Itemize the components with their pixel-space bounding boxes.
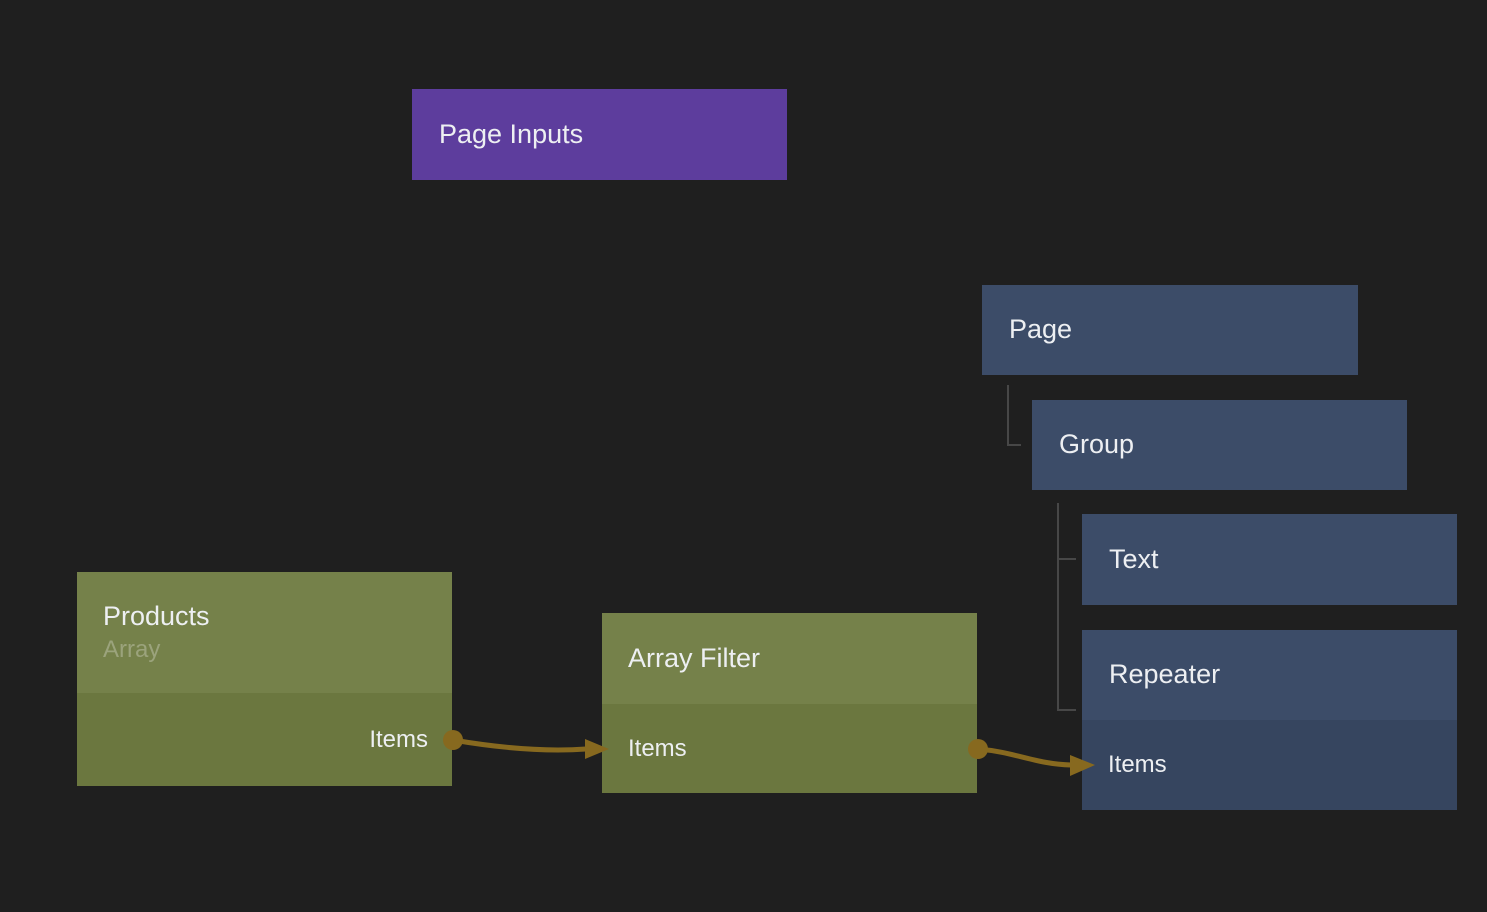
- wire-products-to-array-filter[interactable]: [443, 730, 609, 759]
- tree-connector-group-children: [1057, 503, 1076, 711]
- node-repeater[interactable]: Repeater Items: [1082, 630, 1457, 810]
- port-row-items-input[interactable]: Items: [1082, 720, 1457, 810]
- port-label-items: Items: [628, 734, 687, 762]
- port-row-items[interactable]: Items: [602, 704, 977, 793]
- node-page[interactable]: Page: [982, 285, 1358, 375]
- port-label-items: Items: [1108, 751, 1167, 778]
- wire-path[interactable]: [452, 737, 587, 753]
- node-title: Page Inputs: [439, 118, 584, 149]
- node-title: Group: [1059, 429, 1135, 460]
- node-title: Products: [103, 600, 210, 631]
- tree-connector-page-group: [1007, 385, 1021, 446]
- node-page-inputs[interactable]: Page Inputs: [412, 89, 787, 180]
- node-array-filter[interactable]: Array Filter Items: [602, 613, 977, 793]
- node-products[interactable]: Products Array Items: [77, 572, 452, 786]
- port-row-items-output[interactable]: Items: [77, 693, 452, 786]
- node-text[interactable]: Text: [1082, 514, 1457, 605]
- node-title: Text: [1109, 543, 1159, 574]
- port-label-items: Items: [369, 725, 428, 753]
- node-title: Repeater: [1109, 659, 1221, 690]
- wire-path[interactable]: [977, 746, 1072, 768]
- node-title: Page: [1009, 314, 1073, 345]
- node-title: Array Filter: [628, 642, 761, 673]
- wire-array-filter-to-repeater[interactable]: [968, 739, 1095, 776]
- node-subtitle: Array: [103, 636, 161, 664]
- node-group[interactable]: Group: [1032, 400, 1407, 490]
